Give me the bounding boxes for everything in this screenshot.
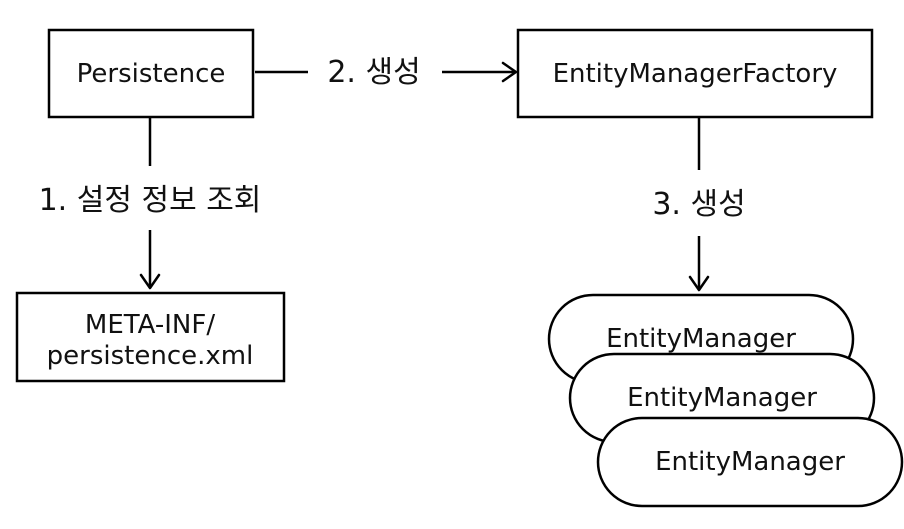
node-meta-inf-line2: persistence.xml [47,341,254,371]
node-meta-inf-line1: META-INF/ [85,310,215,340]
node-meta-inf: META-INF/ persistence.xml [15,291,286,383]
node-persistence-box [47,28,255,119]
edge-read-config: 1. 설정 정보 조회 [39,118,262,290]
entity-manager-label: EntityManager [655,447,845,477]
node-meta-inf-box [15,291,286,383]
edge-label-create-factory: 2. 생성 [327,55,420,90]
entity-manager-label: EntityManager [627,383,817,413]
arrowhead-icon [501,61,518,83]
node-persistence-label: Persistence [77,59,226,89]
node-entity-manager-3: EntityManager [596,416,904,508]
node-entity-manager-factory: EntityManagerFactory [516,28,874,119]
entity-manager-label: EntityManager [606,324,796,354]
node-factory-label: EntityManagerFactory [553,59,838,89]
arrowhead-icon [688,275,710,292]
node-entity-manager-stack: EntityManager EntityManager EntityManage… [547,293,904,508]
node-factory-box [516,28,874,119]
edge-label-read-config: 1. 설정 정보 조회 [39,183,262,218]
edge-label-create-manager: 3. 생성 [652,187,745,222]
edge-create-manager: 3. 생성 [652,118,746,292]
entity-manager-pill [596,416,904,508]
edge-create-factory: 2. 생성 [255,55,518,90]
arrowhead-icon [139,273,161,290]
node-persistence: Persistence [47,28,255,119]
